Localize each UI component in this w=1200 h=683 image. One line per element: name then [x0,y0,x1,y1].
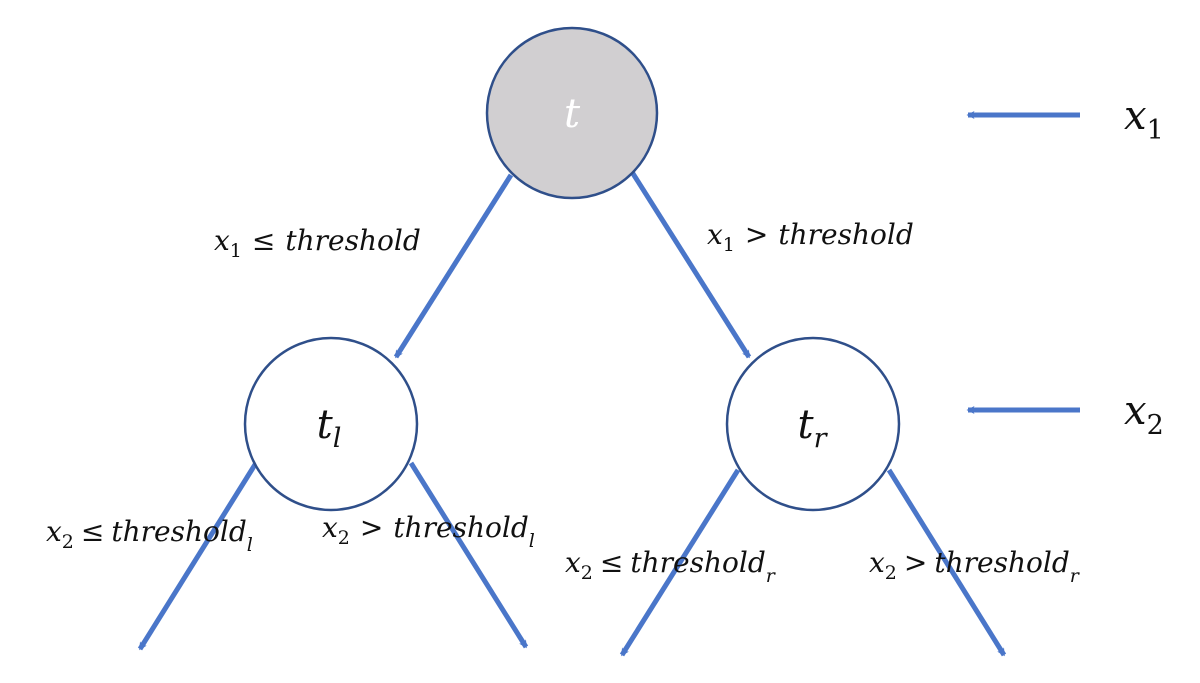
edges [137,170,1007,657]
level-marker-arrows [966,111,1080,414]
right-child-node-label: tr [798,402,829,454]
root-node: t [485,26,659,200]
level-1-label: x1 [1124,93,1164,146]
left-child-node-label-sub: l [333,423,342,454]
edge-left-to-right-leaf [408,461,529,649]
edge-left-to-left-leaf [137,461,259,651]
edge-root-to-right [629,170,752,359]
left-child-node-label: tl [317,402,342,454]
edge-label-root-left: x1≤threshold [214,224,421,262]
right-child-node-label-main: t [798,402,815,448]
edge-labels: x1≤threshold x1>threshold x2≤thresholdl … [46,218,1081,587]
edge-label-right-right: x2>thresholdr [869,546,1081,587]
left-child-node-circle [243,336,419,512]
right-child-node-label-sub: r [814,423,829,454]
right-child-node: tr [725,336,901,512]
edge-right-to-left-leaf [619,468,741,657]
level-2-label: x2 [1124,388,1164,441]
edge-label-root-right: x1>threshold [707,218,914,256]
edge-label-left-left: x2≤thresholdl [46,515,253,556]
edge-right-to-right-leaf [886,468,1007,657]
edge-label-left-right: x2>thresholdl [322,511,535,552]
left-child-node-label-main: t [317,402,334,448]
edge-root-to-left [393,173,514,359]
root-node-label: t [564,91,581,137]
edge-label-right-left: x2≤thresholdr [565,546,777,587]
level-labels: x1 x2 [1124,93,1164,441]
right-child-node-circle [725,336,901,512]
left-child-node: tl [243,336,419,512]
root-node-circle [485,26,659,200]
